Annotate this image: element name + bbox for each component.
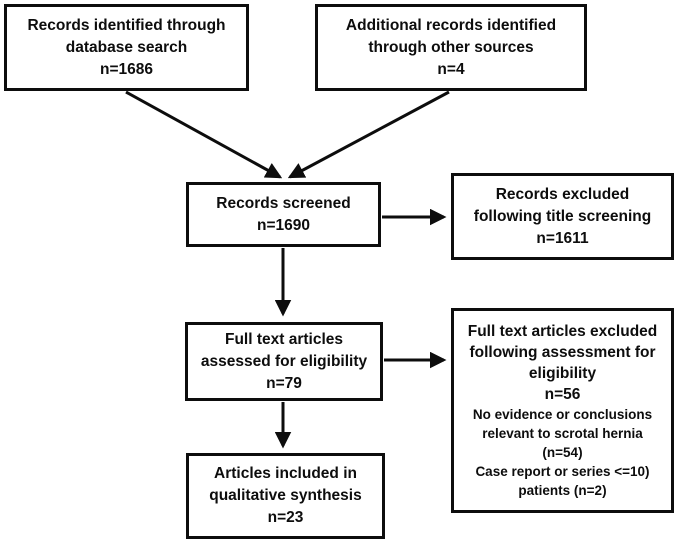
box-text-line: qualitative synthesis [209,487,362,504]
box-text-line: database search [65,38,188,56]
box-count-line: n=1686 [99,60,153,78]
box-records-identified: Records identified through database sear… [4,4,249,91]
exclusion-reason-count: patients (n=2) [518,483,607,498]
box-count-line: n=4 [437,60,465,78]
box-articles-included: Articles included in qualitative synthes… [186,453,385,539]
arrow-identified-to-screened [125,90,283,179]
box-text-line: Records identified through [27,16,226,34]
exclusion-reason-line: No evidence or conclusions [472,407,653,422]
box-text-line: eligibility [528,365,597,382]
arrow-additional-to-screened [287,90,450,179]
box-text-line: Articles included in [214,465,357,482]
box-text-line: assessed for eligibility [200,352,368,370]
box-count-line: n=23 [267,509,304,526]
box-text-line: through other sources [368,38,534,56]
box-additional-records: Additional records identified through ot… [315,4,587,91]
box-full-text-assessed: Full text articles assessed for eligibil… [185,322,383,401]
exclusion-reason-count: (n=54) [542,445,583,460]
box-full-text-excluded: Full text articles excluded following as… [451,308,674,513]
box-text-line: Additional records identified [345,16,557,34]
box-text-line: Records screened [216,194,351,212]
box-text-line: following assessment for [469,344,656,361]
box-count-line: n=1611 [536,229,589,247]
exclusion-reason-line: relevant to scrotal hernia [482,426,643,441]
box-count-line: n=1690 [256,216,310,234]
box-text-line: Full text articles [224,330,343,348]
box-records-screened: Records screened n=1690 [186,182,381,247]
box-text-line: Full text articles excluded [467,323,658,340]
box-text-line: following title screening [473,207,652,225]
box-count-line: n=79 [266,374,302,392]
box-records-excluded-title-screening: Records excluded following title screeni… [451,173,674,260]
exclusion-reason-line: Case report or series <=10) [475,464,650,479]
box-text-line: Records excluded [495,185,630,203]
box-count-line: n=56 [544,386,581,403]
